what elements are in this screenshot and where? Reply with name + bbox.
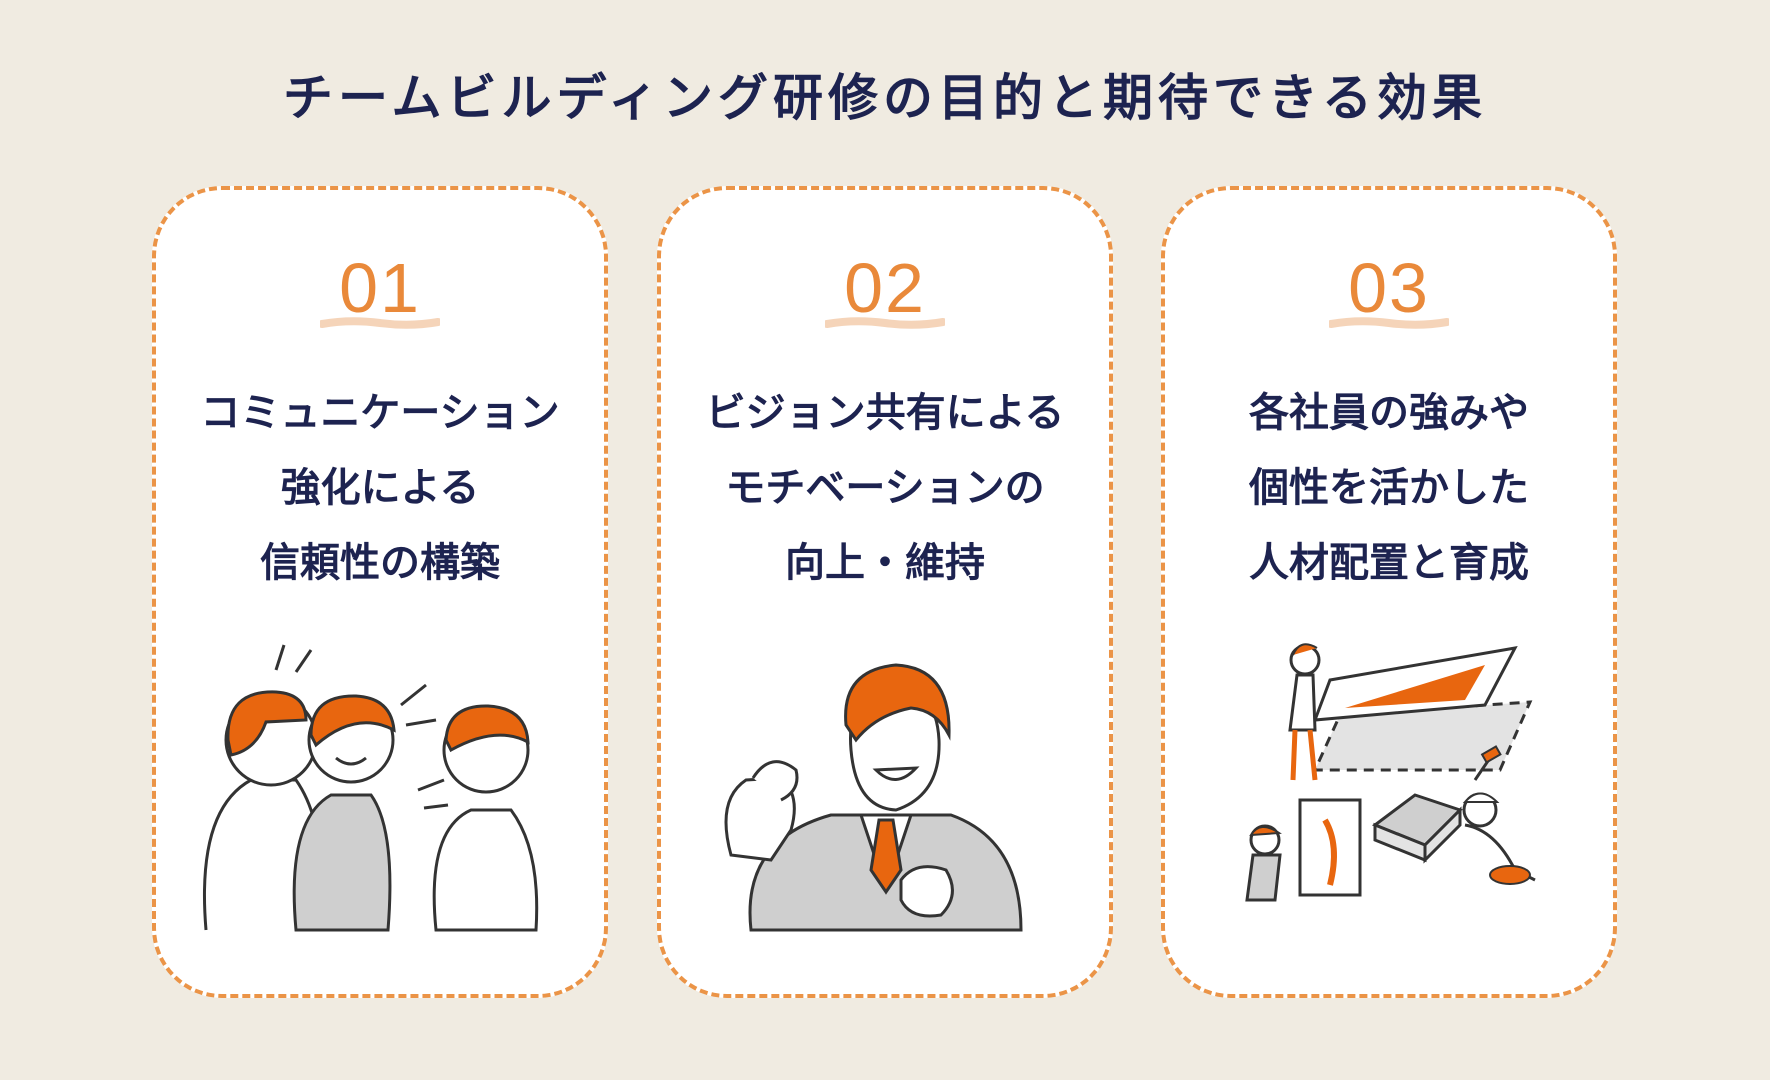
card-number: 01 <box>339 249 421 327</box>
card-number: 03 <box>1348 249 1430 327</box>
number-underline-brush <box>320 317 440 329</box>
card-heading-line: ビジョン共有による <box>705 390 1065 436</box>
businessman-fist-pump-illustration <box>724 663 1023 932</box>
card-heading: 各社員の強みや 個性を活かした 人材配置と育成 <box>1165 376 1613 601</box>
card-heading-line: 人材配置と育成 <box>1249 540 1529 586</box>
number-underline-brush <box>1329 317 1449 329</box>
effect-card-2: 02 ビジョン共有による モチベーションの 向上・維持 <box>657 186 1113 998</box>
card-heading-line: 個性を活かした <box>1249 465 1529 511</box>
card-heading-line: 向上・維持 <box>785 540 985 586</box>
effect-card-1: 01 コミュニケーション 強化による 信頼性の構築 <box>152 186 608 998</box>
effect-card-3: 03 各社員の強みや 個性を活かした 人材配置と育成 <box>1161 186 1617 998</box>
card-heading-line: モチベーションの <box>725 465 1045 511</box>
card-heading-line: コミュニケーション <box>200 390 560 436</box>
three-people-talking-illustration <box>202 644 539 932</box>
card-heading: ビジョン共有による モチベーションの 向上・維持 <box>661 376 1109 601</box>
team-building-workers-illustration <box>1245 643 1536 902</box>
card-heading-line: 各社員の強みや <box>1249 390 1529 436</box>
card-heading: コミュニケーション 強化による 信頼性の構築 <box>156 376 604 601</box>
number-underline-brush <box>825 317 945 329</box>
card-heading-line: 信頼性の構築 <box>260 540 500 586</box>
card-number: 02 <box>844 249 926 327</box>
card-heading-line: 強化による <box>280 465 480 511</box>
page-title: チームビルディング研修の目的と期待できる効果 <box>283 69 1487 127</box>
